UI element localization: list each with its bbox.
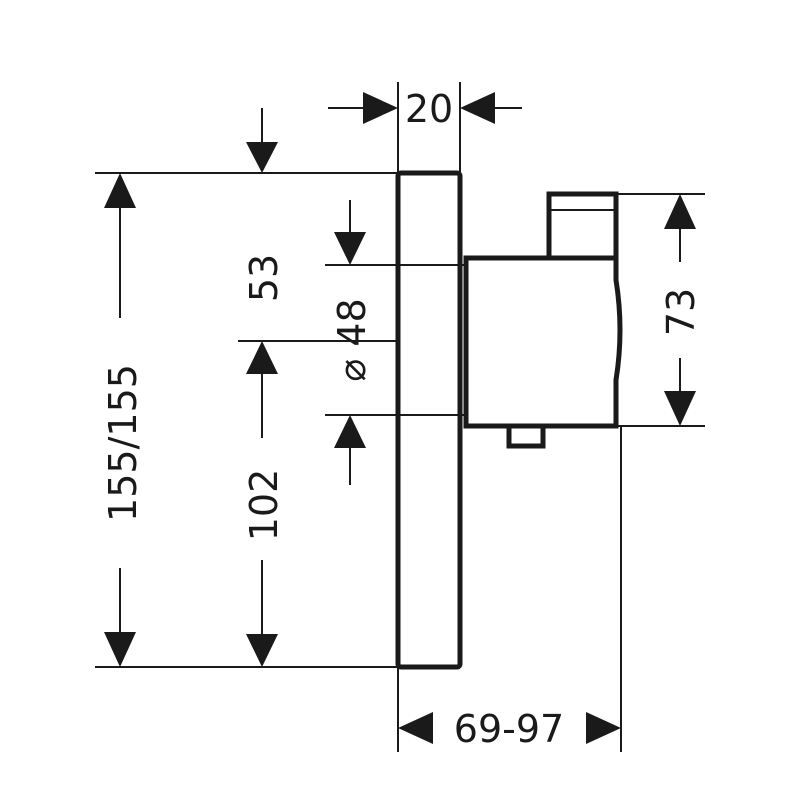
dim-label-48: ⌀ 48 xyxy=(330,298,374,381)
arrow-right xyxy=(363,92,398,124)
arrow-down xyxy=(246,634,278,667)
arrow-up xyxy=(246,341,278,374)
dim-label-155: 155/155 xyxy=(101,364,145,522)
dim-label-53: 53 xyxy=(242,254,286,302)
dim-73: 73 xyxy=(659,194,703,426)
outlet-stub xyxy=(506,423,546,449)
dim-102: 102 xyxy=(242,341,286,667)
handle-top xyxy=(546,191,619,261)
arrow-down xyxy=(664,391,696,426)
arrow-left xyxy=(398,712,433,744)
dim-label-73: 73 xyxy=(659,288,703,336)
arrow-down xyxy=(334,232,366,265)
valve-body xyxy=(463,255,623,429)
arrow-right xyxy=(586,712,621,744)
object-outline xyxy=(395,170,623,670)
arrow-up xyxy=(104,173,136,208)
dim-label-20: 20 xyxy=(405,87,453,131)
extension-lines xyxy=(95,82,705,752)
wall-plate xyxy=(395,170,463,670)
dim-48: ⌀ 48 xyxy=(330,200,374,485)
dim-20: 20 xyxy=(328,87,522,131)
arrow-up xyxy=(664,194,696,229)
dim-label-69-97: 69-97 xyxy=(454,707,564,751)
dim-155: 155/155 xyxy=(101,173,145,667)
arrow-up xyxy=(334,415,366,448)
arrow-down xyxy=(104,632,136,667)
arrow-left xyxy=(460,92,495,124)
dim-69-97: 69-97 xyxy=(398,707,621,751)
arrow-down xyxy=(246,142,278,173)
dim-53: 53 xyxy=(242,254,286,302)
dim-label-102: 102 xyxy=(242,469,286,542)
top-pointer xyxy=(246,108,278,173)
